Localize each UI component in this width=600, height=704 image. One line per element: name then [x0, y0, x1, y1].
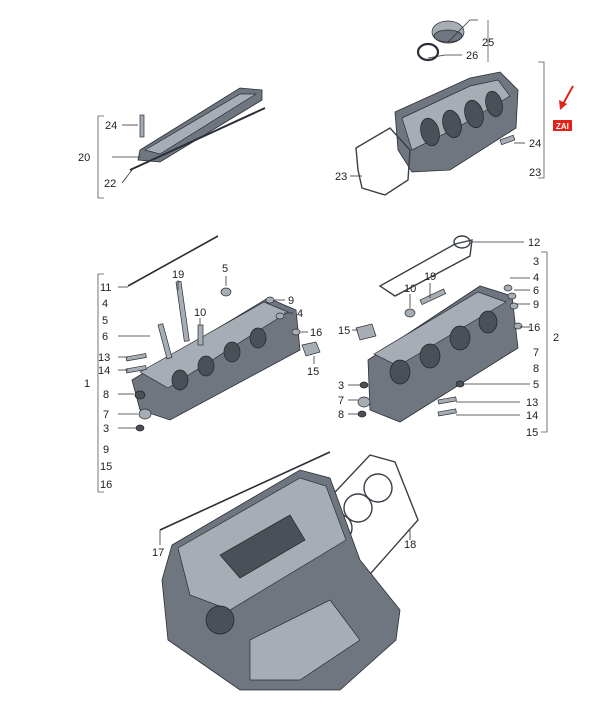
label-5-callout: 5 [222, 263, 228, 275]
label-8-right-callout: 8 [338, 409, 344, 421]
label-23-right: 23 [529, 167, 541, 179]
label-25: 25 [482, 37, 494, 49]
label-4-right: 4 [533, 272, 539, 284]
label-19-left: 19 [172, 269, 184, 281]
label-3-right: 3 [533, 256, 539, 268]
valve-cover-assembly: 25 26 24 23 23 [335, 19, 545, 196]
label-18: 18 [404, 539, 416, 551]
label-12: 12 [528, 237, 540, 249]
label-6: 6 [102, 331, 108, 343]
label-15-callout: 15 [307, 366, 319, 378]
right-cylinder-head-assembly: 12 3 4 6 9 16 2 7 8 5 13 14 15 19 10 15 … [338, 235, 559, 439]
label-2: 2 [553, 332, 559, 344]
label-14-right: 14 [526, 410, 538, 422]
label-20: 20 [78, 152, 90, 164]
cover-strip-assembly: 24 20 22 [78, 87, 266, 199]
label-5-right: 5 [533, 379, 539, 391]
engine-block-assembly: 17 18 [152, 451, 419, 691]
label-13: 13 [98, 352, 110, 364]
label-24: 24 [105, 120, 117, 132]
left-cylinder-head-assembly: 11 4 5 6 13 14 1 8 7 3 9 15 16 19 5 10 9… [84, 235, 322, 493]
label-1: 1 [84, 378, 90, 390]
label-15-right-callout: 15 [338, 325, 350, 337]
label-8: 8 [103, 389, 109, 401]
label-7-right-callout: 7 [338, 395, 344, 407]
label-5: 5 [102, 315, 108, 327]
label-8-right: 8 [533, 363, 539, 375]
label-23-left: 23 [335, 171, 347, 183]
label-19-right: 19 [424, 271, 436, 283]
label-13-right: 13 [526, 397, 538, 409]
zai-badge: ZAI [553, 120, 572, 131]
label-15: 15 [100, 461, 112, 473]
label-14: 14 [98, 365, 110, 377]
label-7-right: 7 [533, 347, 539, 359]
label-24-right: 24 [529, 138, 541, 150]
label-16-right: 16 [528, 322, 540, 334]
label-10-right: 10 [404, 283, 416, 295]
label-15-right: 15 [526, 427, 538, 439]
label-9-right: 9 [533, 299, 539, 311]
label-11: 11 [100, 282, 111, 294]
label-4-callout: 4 [297, 308, 303, 320]
highlight-arrow [559, 85, 574, 110]
label-17: 17 [152, 547, 164, 559]
label-6-right: 6 [533, 285, 539, 297]
label-3: 3 [103, 423, 109, 435]
label-9-callout: 9 [288, 295, 294, 307]
label-22: 22 [104, 178, 116, 190]
label-16-callout: 16 [310, 327, 322, 339]
label-16: 16 [100, 479, 112, 491]
label-26: 26 [466, 50, 478, 62]
label-4: 4 [102, 298, 108, 310]
label-7: 7 [103, 409, 109, 421]
zai-badge-text: ZAI [556, 122, 569, 131]
label-10-left: 10 [194, 307, 206, 319]
label-3-right-callout: 3 [338, 380, 344, 392]
label-9: 9 [103, 444, 109, 456]
